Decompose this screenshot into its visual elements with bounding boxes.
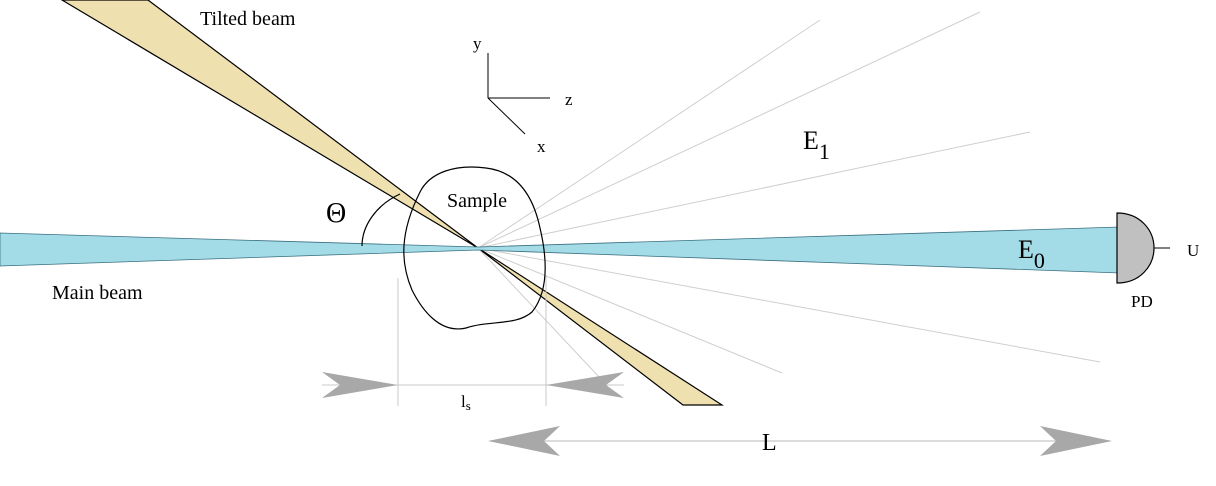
theta-label: Θ xyxy=(326,198,346,229)
theta-angle-arc xyxy=(361,193,401,247)
scattered-rays xyxy=(477,11,1101,379)
detector-label: PD xyxy=(1131,292,1153,311)
ls-arrow-right xyxy=(546,372,624,398)
tilted-beam-lower xyxy=(477,247,725,406)
tilted-beam-upper xyxy=(60,0,479,249)
scatter-ray xyxy=(477,247,1101,363)
e0-label: E0 xyxy=(1018,235,1045,273)
sample-length-dimension xyxy=(322,276,624,406)
tilted-beam-label: Tilted beam xyxy=(200,8,296,30)
e1-subscript: 1 xyxy=(819,139,830,164)
main-beam-label: Main beam xyxy=(52,282,143,304)
scatter-ray xyxy=(477,247,601,379)
tilted-beam xyxy=(60,0,725,406)
distance-dimension xyxy=(488,426,1112,456)
scatter-ray xyxy=(477,11,981,249)
ls-subscript: s xyxy=(466,398,471,413)
sample-outline xyxy=(403,166,546,330)
l-arrow-left xyxy=(488,426,560,456)
axis-x-line xyxy=(487,97,526,135)
ls-main: l xyxy=(461,392,466,411)
ls-label: ls xyxy=(461,392,471,413)
e0-subscript: 0 xyxy=(1034,248,1045,273)
length-label: L xyxy=(762,430,777,456)
axis-x-label: x xyxy=(537,137,546,156)
output-label: U xyxy=(1187,241,1199,260)
photodetector xyxy=(1116,212,1170,284)
sample-label: Sample xyxy=(447,190,507,212)
l-arrow-right xyxy=(1040,426,1112,456)
axis-y-label: y xyxy=(473,34,482,53)
scatter-ray xyxy=(477,131,1031,249)
e0-main: E xyxy=(1018,235,1034,264)
detector-body xyxy=(1116,212,1155,284)
e1-label: E1 xyxy=(803,126,830,164)
scatter-ray xyxy=(477,247,783,374)
coordinate-axes xyxy=(487,53,550,135)
ls-arrow-left xyxy=(322,372,398,398)
axis-z-label: z xyxy=(565,90,573,109)
scatter-ray xyxy=(477,19,821,249)
main-beam xyxy=(0,226,1121,274)
e1-main: E xyxy=(803,126,819,155)
